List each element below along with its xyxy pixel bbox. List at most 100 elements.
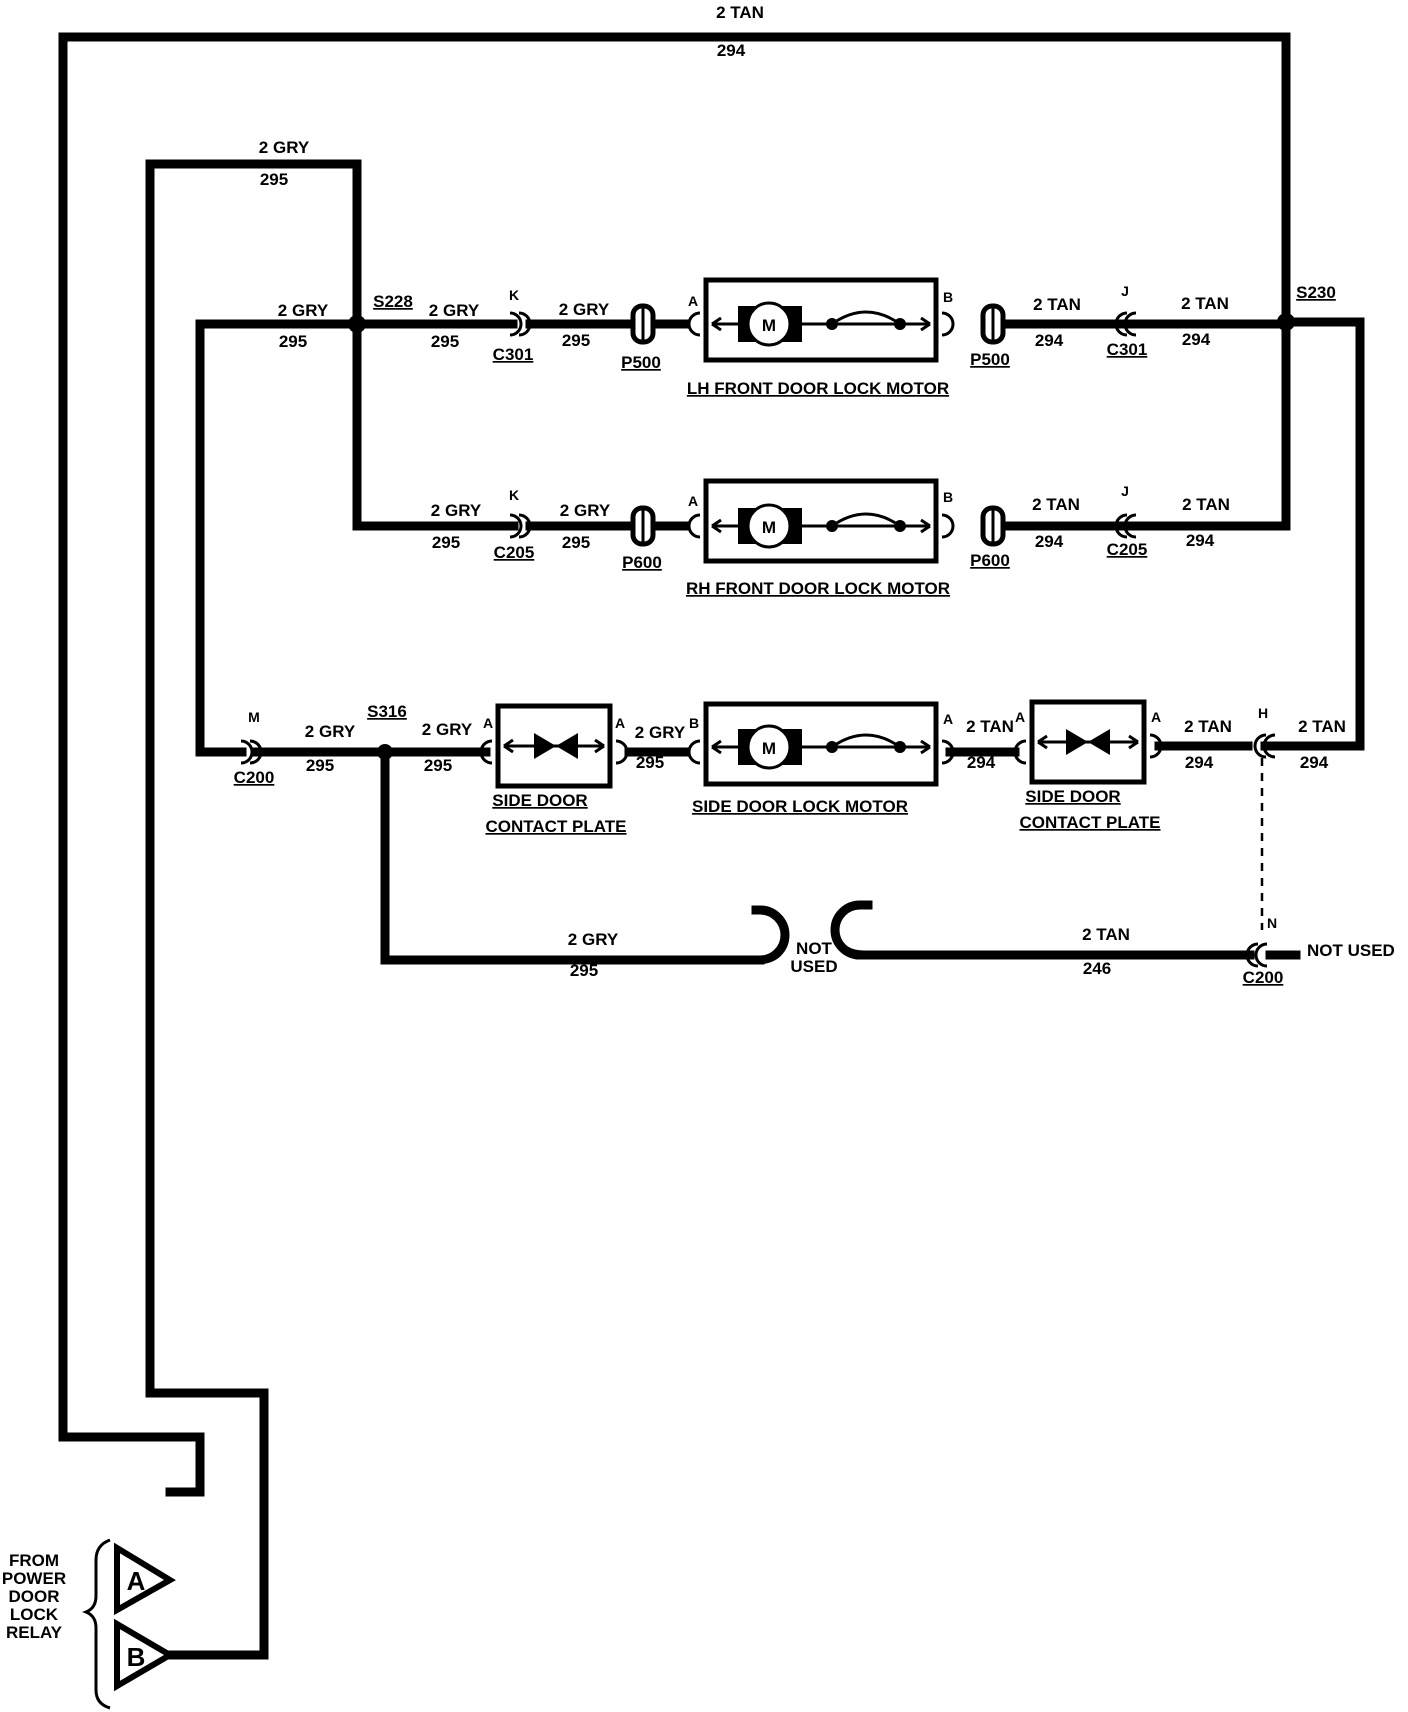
- connector-label: P500: [621, 353, 661, 372]
- connector-c200-h: [1253, 733, 1276, 759]
- power-door-lock-relay: A B: [81, 1538, 176, 1710]
- wire-label: 2 TAN: [1184, 717, 1232, 736]
- connector-pin: J: [1121, 483, 1129, 499]
- splice-s228-label: S228: [373, 292, 413, 311]
- circuit-label: 295: [431, 332, 459, 351]
- circuit-label: 295: [570, 961, 598, 980]
- not-used-label: NOT USED: [1307, 941, 1395, 960]
- side-motor-label: SIDE DOOR LOCK MOTOR: [692, 797, 908, 816]
- connector-p500-right: [980, 303, 1006, 345]
- splice-s316-dot: [377, 744, 393, 760]
- connector-c200-m: [240, 739, 263, 765]
- connector-c200-n: [1245, 942, 1268, 968]
- not-used-hook-left: [751, 905, 790, 965]
- wire-label: 2 TAN: [1298, 717, 1346, 736]
- circuit-label: 294: [1035, 532, 1064, 551]
- lh-front-door-lock-motor: M: [687, 277, 955, 363]
- wire-label: 2 GRY: [422, 720, 473, 739]
- splice-s316-label: S316: [367, 702, 407, 721]
- wire-rh-tan-2: [1120, 318, 1291, 531]
- motor-symbol: M: [762, 316, 776, 335]
- connector-pin: K: [509, 287, 519, 303]
- connector-pin: K: [509, 487, 519, 503]
- relay-label-line: DOOR: [9, 1587, 60, 1606]
- pin-label: B: [943, 489, 953, 505]
- splice-s228-dot: [348, 315, 366, 333]
- side-door-contact-plate-right: [1013, 699, 1163, 785]
- side-door-lock-motor: M: [687, 701, 955, 787]
- circuit-label: 295: [279, 332, 307, 351]
- pin-label: A: [688, 293, 698, 309]
- circuit-label: 295: [562, 533, 590, 552]
- pin-label: A: [1015, 709, 1025, 725]
- connector-label: C200: [234, 768, 275, 787]
- relay-label-line: FROM: [9, 1551, 59, 1570]
- motor-symbol: M: [762, 518, 776, 537]
- side-door-contact-plate-left: [479, 703, 629, 789]
- relay-brace: [81, 1538, 111, 1710]
- wire-label: 2 GRY: [635, 723, 686, 742]
- pin-label: A: [943, 711, 953, 727]
- connector-label: C301: [493, 345, 534, 364]
- wire-gry-295-top-loop: [145, 159, 519, 1660]
- rh-motor-label: RH FRONT DOOR LOCK MOTOR: [686, 579, 950, 598]
- wire-label: 2 TAN: [1182, 495, 1230, 514]
- relay-terminal-b-label: B: [127, 1642, 146, 1672]
- connector-pin: M: [248, 709, 260, 725]
- connector-pin: J: [1121, 283, 1129, 299]
- wire-label: 2 TAN: [716, 3, 764, 22]
- connector-p500-left: [630, 303, 656, 345]
- rh-front-door-lock-motor: M: [687, 478, 955, 564]
- contact-plate-label: SIDE DOOR: [1025, 787, 1120, 806]
- circuit-label: 294: [717, 41, 746, 60]
- circuit-label: 294: [1185, 753, 1214, 772]
- contact-plate-label: CONTACT PLATE: [485, 817, 626, 836]
- wire-label: 2 GRY: [568, 930, 619, 949]
- wire-label: 2 GRY: [559, 300, 610, 319]
- circuit-label: 294: [1186, 531, 1215, 550]
- splice-s230-label: S230: [1296, 283, 1336, 302]
- circuit-label: 294: [1300, 753, 1329, 772]
- connector-pin: N: [1267, 915, 1277, 931]
- connector-p600-left: [630, 505, 656, 547]
- relay-label-line: RELAY: [6, 1623, 63, 1642]
- connector-label: C205: [1107, 540, 1148, 559]
- connector-pin: H: [1258, 705, 1268, 721]
- splice-s230-dot: [1277, 313, 1295, 331]
- connector-label: P600: [622, 553, 662, 572]
- connector-c301-right: [1114, 311, 1137, 337]
- circuit-label: 294: [967, 753, 996, 772]
- contact-plate-label: SIDE DOOR: [492, 791, 587, 810]
- pin-label: B: [943, 289, 953, 305]
- pin-label: A: [483, 715, 493, 731]
- connector-label: C200: [1243, 968, 1284, 987]
- relay-terminal-b: [114, 1618, 176, 1692]
- not-used-label: NOT: [796, 939, 833, 958]
- relay-label-line: LOCK: [10, 1605, 59, 1624]
- wire-tan-294-top-loop: [58, 32, 1291, 1497]
- wire-layer: [58, 32, 1365, 1660]
- wire-label: 2 GRY: [560, 501, 611, 520]
- circuit-label: 246: [1083, 959, 1111, 978]
- wire-s316-down: [380, 747, 765, 965]
- connector-c205-right: [1114, 513, 1137, 539]
- pin-label: A: [615, 715, 625, 731]
- connector-label: C205: [494, 543, 535, 562]
- relay-terminal-a: [114, 1542, 176, 1616]
- connector-label: P500: [970, 350, 1010, 369]
- pin-label: A: [688, 493, 698, 509]
- circuit-label: 295: [636, 753, 664, 772]
- pin-label: B: [689, 715, 699, 731]
- lh-motor-label: LH FRONT DOOR LOCK MOTOR: [687, 379, 949, 398]
- wire-label: 2 TAN: [1181, 294, 1229, 313]
- relay-terminal-a-label: A: [127, 1566, 146, 1596]
- connector-label: P600: [970, 551, 1010, 570]
- not-used-label: USED: [790, 957, 837, 976]
- pin-label: A: [1151, 709, 1161, 725]
- wire-label: 2 TAN: [1033, 295, 1081, 314]
- wire-label: 2 GRY: [431, 501, 482, 520]
- circuit-label: 295: [306, 756, 334, 775]
- wire-label: 2 TAN: [1032, 495, 1080, 514]
- circuit-label: 294: [1035, 331, 1064, 350]
